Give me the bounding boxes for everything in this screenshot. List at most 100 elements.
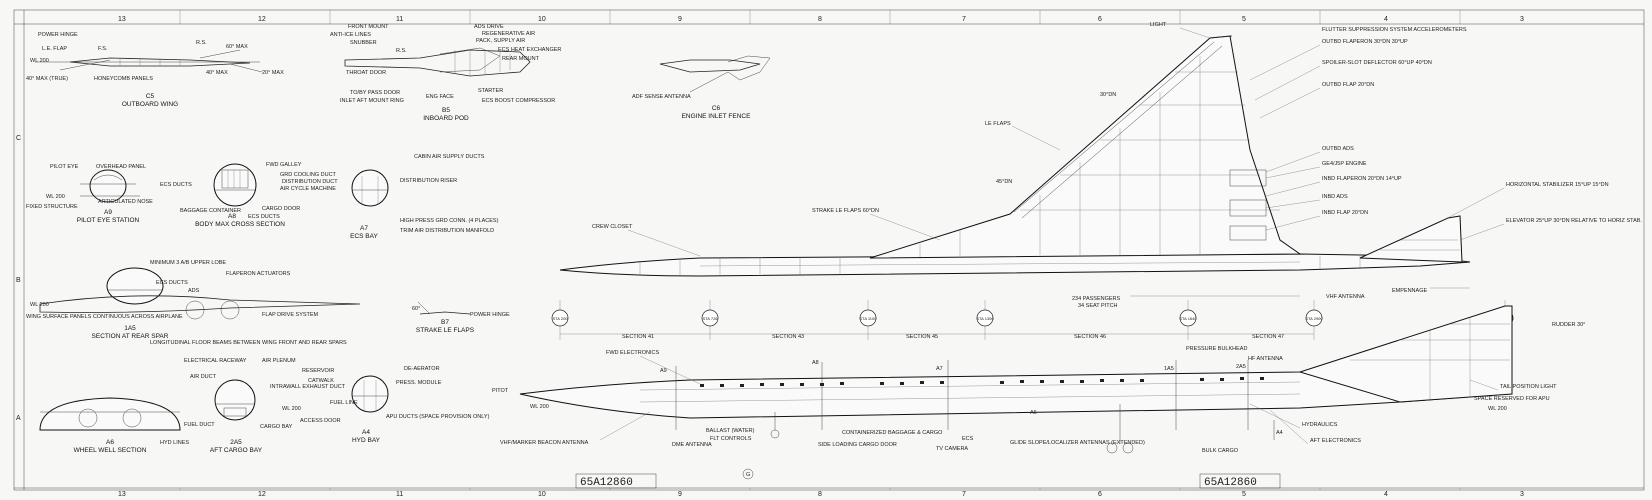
zone-bottom-6: 6 — [1098, 491, 1102, 498]
zone-top-10: 10 — [538, 16, 546, 23]
a4-label-catwalk: CATWALK — [308, 378, 334, 384]
plan-label-30dn: 30°DN — [1100, 92, 1116, 98]
2a5-label-intrawall: INTRAWALL EXHAUST DUCT — [270, 384, 346, 390]
2a5-label-air-plenum: AIR PLENUM — [262, 358, 296, 364]
1a5-subtitle: SECTION AT REAR SPAR — [92, 333, 169, 340]
view-1a5-rear-spar: MINIMUM 3 A/B UPPER LOBE ECS DUCTS ADS F… — [26, 260, 361, 346]
plan-label-hstab: HORIZONTAL STABILIZER 15°UP 15°DN — [1506, 182, 1609, 188]
station-200-marker — [551, 309, 569, 327]
view-2a5-aft-cargo: ELECTRICAL RACEWAY AIR DUCT AIR PLENUM I… — [184, 358, 346, 454]
a8-label-ecs-ducts-2: ECS DUCTS — [248, 214, 280, 220]
a4-subtitle: HYD BAY — [352, 437, 381, 444]
b5-label-rs: R.S. — [396, 48, 407, 54]
a4-title: A4 — [362, 429, 370, 436]
plan-label-inbd-flaperon: INBD FLAPERON 20°DN 14°UP — [1322, 176, 1402, 182]
c5-label-20max: 20° MAX — [262, 70, 284, 76]
side-view-aircraft: A9 A8 A7 1A5 2A5 A6 A4 FWD ELECTRONICS P… — [492, 305, 1557, 454]
b5-label-ads-drive: ADS DRIVE — [474, 24, 504, 30]
c6-title: C6 — [712, 105, 721, 112]
plan-label-inbd-ads: INBD ADS — [1322, 194, 1348, 200]
b5-label-rear-mount: REAR MOUNT — [502, 56, 540, 62]
c5-label-le-flap: L.E. FLAP — [42, 46, 67, 52]
1a5-title: 1A5 — [124, 325, 136, 332]
2a5-label-fuel-duct: FUEL DUCT — [184, 422, 215, 428]
2a5-label-wl200: WL 200 — [282, 406, 301, 412]
zone-top-7: 7 — [962, 16, 966, 23]
b5-label-ecs-hx: ECS HEAT EXCHANGER — [498, 47, 561, 53]
zone-top-12: 12 — [258, 16, 266, 23]
zone-top-13: 13 — [118, 16, 126, 23]
a4-label-reservoir: RESERVOIR — [302, 368, 334, 374]
landing-gear — [770, 404, 1134, 454]
title-block: 65A12860 65A12860 G — [575, 468, 1281, 489]
plan-label-outbd-ads: OUTBD ADS — [1322, 146, 1354, 152]
zone-top-4: 4 — [1384, 16, 1388, 23]
1a5-label-ads: ADS — [188, 288, 200, 294]
a8-title: A8 — [228, 213, 236, 220]
plan-label-engine: GE4/J5P ENGINE — [1322, 161, 1367, 167]
a9-title: A9 — [104, 209, 112, 216]
zone-bottom-13: 13 — [118, 491, 126, 498]
side-label-containerized: CONTAINERIZED BAGGAGE & CARGO — [842, 430, 943, 436]
side-label-vhf-marker: VHF/MARKER BEACON ANTENNA — [500, 440, 589, 446]
b5-label-ecs-boost: ECS BOOST COMPRESSOR — [482, 98, 555, 104]
plan-label-elevator: ELEVATOR 25°UP 30°DN RELATIVE TO HORIZ S… — [1506, 218, 1642, 224]
a8-label-grd-cooling: GRD COOLING DUCT — [280, 172, 337, 178]
2a5-subtitle: AFT CARGO BAY — [210, 447, 263, 454]
view-b5-inboard-pod: FRONT MOUNT ANTI-ICE LINES SNUBBER THROA… — [330, 24, 561, 122]
c5-label-wl200: WL 200 — [30, 58, 49, 64]
side-label-fwd-electronics: FWD ELECTRONICS — [606, 350, 660, 356]
station-1640-marker — [1179, 309, 1197, 327]
a8-label-air-cycle: AIR CYCLE MACHINE — [280, 186, 336, 192]
side-label-tail-light: TAIL POSITION LIGHT — [1500, 384, 1557, 390]
c5-label-fs: F.S. — [98, 46, 108, 52]
1a5-label-flaperon: FLAPERON ACTUATORS — [226, 271, 291, 277]
1a5-label-wl200: WL 200 — [30, 302, 49, 308]
2a5-label-cargo-bay: CARGO BAY — [260, 424, 293, 430]
side-label-apu-space: SPACE RESERVED FOR APU — [1474, 396, 1550, 402]
side-label-pitot: PITOT — [492, 388, 509, 394]
c5-label-40max: 40° MAX — [206, 70, 228, 76]
zone-bottom-10: 10 — [538, 491, 546, 498]
2a5-title: 2A5 — [230, 439, 242, 446]
b5-label-inlet-aft-mount: INLET AFT MOUNT RING — [340, 98, 404, 104]
section-41-label: SECTION 41 — [622, 334, 654, 340]
b5-subtitle: INBOARD POD — [423, 115, 469, 122]
zone-bottom-9: 9 — [678, 491, 682, 498]
a6-subtitle: WHEEL WELL SECTION — [74, 447, 147, 454]
side-label-hf-antenna: HF ANTENNA — [1248, 356, 1283, 362]
plan-label-spoiler: SPOILER-SLOT DEFLECTOR 60°UP 40°DN — [1322, 60, 1432, 66]
side-mark-a7: A7 — [936, 366, 943, 372]
row-b: B — [16, 277, 21, 284]
a8-subtitle: BODY MAX CROSS SECTION — [195, 221, 285, 228]
side-label-glide-slope: GLIDE SLOPE/LOCALIZER ANTENNAS (EXTENDED… — [1010, 440, 1145, 446]
plan-label-vhf: VHF ANTENNA — [1326, 294, 1365, 300]
b5-label-front-mount: FRONT MOUNT — [348, 24, 389, 30]
a8-label-cargo-door: CARGO DOOR — [262, 206, 300, 212]
view-c6-inlet-fence: ADF SENSE ANTENNA C6 ENGINE INLET FENCE — [632, 55, 771, 120]
a6-label-hyd-lines: HYD LINES — [160, 440, 189, 446]
b7-subtitle: STRAKE LE FLAPS — [416, 327, 475, 334]
a4-label-apu-ducts: APU DUCTS (SPACE PROVISION ONLY) — [386, 414, 490, 420]
side-label-hydraulics: HYDRAULICS — [1302, 422, 1338, 428]
sheet-border — [13, 9, 1645, 491]
view-a4-hyd-bay: RESERVOIR CATWALK DE-AERATOR PRESS. MODU… — [300, 366, 490, 444]
station-1100-marker — [859, 309, 877, 327]
a9-label-articulated: ARTICULATED NOSE — [98, 199, 153, 205]
section-46-label: SECTION 46 — [1074, 334, 1106, 340]
plan-label-crew-closet: CREW CLOSET — [592, 224, 633, 230]
2a5-label-air-duct: AIR DUCT — [190, 374, 217, 380]
a9-label-wl200: WL 200 — [46, 194, 65, 200]
zone-bottom-3: 3 — [1520, 491, 1524, 498]
zone-bottom-7: 7 — [962, 491, 966, 498]
c5-label-honeycomb: HONEYCOMB PANELS — [94, 76, 153, 82]
side-label-dme: DME ANTENNA — [672, 442, 712, 448]
1a5-label-floor-beams: LONGITUDINAL FLOOR BEAMS BETWEEN WING FR… — [150, 340, 347, 346]
side-label-wl200: WL 200 — [530, 404, 549, 410]
plan-label-seat-pitch: 34 SEAT PITCH — [1078, 303, 1118, 309]
a8-label-fwd-galley: FWD GALLEY — [266, 162, 302, 168]
side-label-bulk-cargo: BULK CARGO — [1202, 448, 1239, 454]
side-view-windows — [700, 377, 1264, 387]
a8-label-ecs-ducts: ECS DUCTS — [160, 182, 192, 188]
view-b7-strake-le-flaps: 60° POWER HINGE B7 STRAKE LE FLAPS — [412, 301, 510, 334]
